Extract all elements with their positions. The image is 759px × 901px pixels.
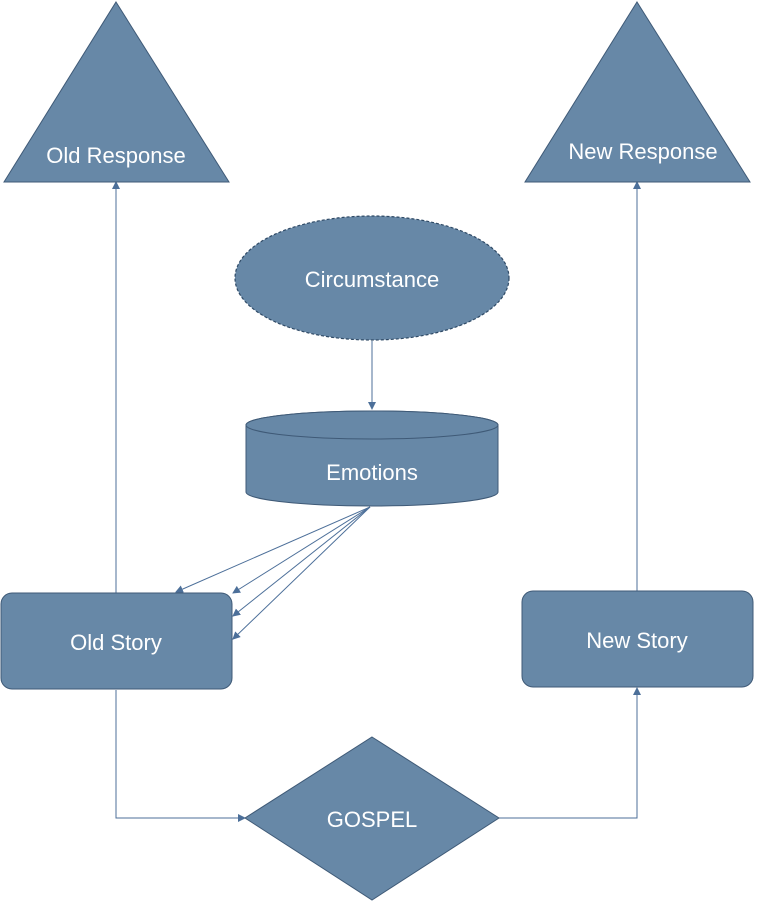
node-new-response[interactable]: New Response [524,1,751,183]
node-gospel-label: GOSPEL [327,807,417,832]
node-circumstance-label: Circumstance [305,267,439,292]
edge-emotions-to-old-story-2 [232,506,371,594]
node-circumstance[interactable]: Circumstance [234,215,510,341]
edge-emotions-to-old-story-3 [232,506,371,617]
triangle-shape [524,1,751,183]
node-old-story-label: Old Story [70,630,162,655]
diamond-shape [244,736,500,901]
ellipse-shape [234,215,510,341]
triangle-shape [3,1,230,183]
rounded-rect-shape [521,590,754,688]
node-gospel[interactable]: GOSPEL [244,736,500,901]
edge-emotions-to-old-story-1 [175,506,371,593]
node-old-response[interactable]: Old Response [3,1,230,183]
node-old-story[interactable]: Old Story [0,592,233,690]
edge-old-story-to-gospel [115,690,246,822]
node-emotions[interactable]: Emotions [245,410,499,507]
node-new-story-label: New Story [586,628,687,653]
node-new-story[interactable]: New Story [521,590,754,688]
edge-emotions-to-old-story-4 [232,506,371,640]
edge-gospel-to-new-story [499,687,641,819]
node-new-response-label: New Response [568,139,717,164]
node-old-response-label: Old Response [46,143,185,168]
edges [112,181,641,822]
node-emotions-label: Emotions [326,460,418,485]
cylinder-top [245,410,499,440]
rounded-rect-shape [0,592,233,690]
